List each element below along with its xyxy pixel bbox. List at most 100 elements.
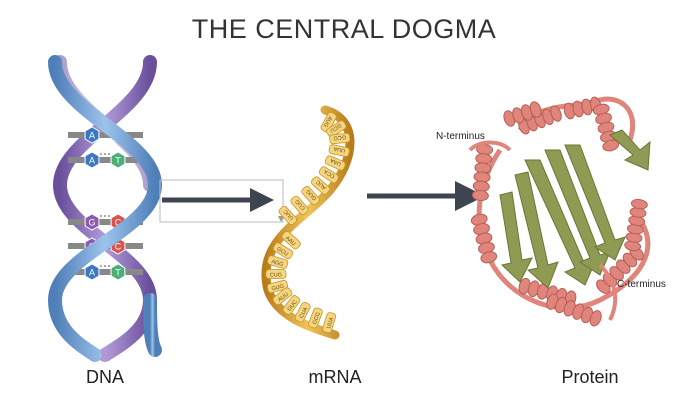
alpha-helix (563, 96, 602, 120)
codon-tick (322, 312, 337, 334)
codon: CUA (294, 301, 311, 323)
codon-tick (308, 307, 323, 329)
alpha-helix (624, 198, 648, 252)
c-terminus-label: C-terminus (617, 279, 666, 290)
protein-alpha-helices (470, 96, 648, 327)
helix-turn (589, 310, 602, 327)
codon-tick (328, 144, 350, 157)
codon: CCA (318, 166, 339, 184)
translation-arrow (367, 181, 485, 211)
codon: UAA (324, 155, 346, 171)
codon-label: GCU (329, 122, 343, 134)
codon-label: CCA (323, 168, 336, 180)
helix-turn (480, 251, 498, 264)
codon: AGG (267, 255, 289, 269)
codon-label: UAA (329, 156, 342, 166)
mrna-label: mRNA (308, 367, 362, 387)
dna-label: DNA (85, 367, 124, 387)
codon-tick (329, 132, 351, 145)
nucleotide-base-hexagon (84, 213, 100, 231)
helix-turn (529, 101, 542, 118)
codon-tick (294, 301, 311, 323)
alpha-helix (546, 293, 602, 327)
dna-strand-blue-lower (143, 293, 162, 357)
codon-tick (320, 111, 337, 133)
codon: GCU (326, 120, 347, 138)
transcription-arrow (159, 179, 284, 223)
codon: GCG (329, 132, 351, 145)
codon-label: UUA (326, 316, 335, 329)
nucleotide-base-letter: C (115, 242, 122, 252)
helix-turn (550, 105, 562, 122)
codon-tick (265, 269, 287, 279)
alpha-helix (518, 277, 577, 308)
codon-label: GCG (333, 133, 346, 140)
codon-tick (282, 295, 301, 315)
protein-structure (468, 96, 651, 327)
codon-tick (272, 287, 293, 306)
codon-label: GCG (312, 312, 322, 326)
nucleotide-base-letter: C (115, 218, 122, 228)
nucleotide-base-letter: A (89, 156, 95, 166)
codon: AUG (320, 111, 337, 133)
protein-beta-sheets (499, 129, 651, 289)
mrna-strand: AUGGCUGCGUUAUAACCAAUCGUGCUGUUCAAUGCUAGGC… (261, 105, 355, 340)
dna-strand-purple (52, 55, 158, 362)
codon-tick (301, 186, 320, 206)
n-terminus-label: N-terminus (436, 131, 485, 142)
alpha-helix (518, 105, 562, 135)
alpha-helix (471, 143, 494, 202)
nucleotide-base-letter: A (89, 268, 95, 278)
codon: GUG (266, 279, 289, 294)
helix-turn (471, 189, 489, 202)
codon: UUA (328, 144, 350, 157)
mrna-codons: AUGGCUGCGUUAUAACCAAUCGUGCUGUUCAAUGCUAGGC… (265, 111, 351, 334)
helix-turn (630, 198, 648, 210)
codon-label: AGG (271, 259, 284, 268)
protein-label: Protein (561, 367, 619, 387)
diagram-title: THE CENTRAL DOGMA (191, 14, 497, 44)
codon-label: AUG (322, 115, 333, 128)
codon-tick (281, 230, 301, 250)
codon-tick (267, 255, 289, 269)
nucleotide-base-hexagon (84, 126, 100, 144)
nucleotide-base-letter: A (89, 131, 95, 141)
codon-tick (318, 166, 339, 184)
nucleotide-base-hexagon (84, 263, 100, 281)
codon-tick (266, 279, 289, 294)
nucleotide-base-hexagon (110, 151, 126, 169)
dna-strand-blue (47, 55, 163, 362)
codon: CUG (265, 269, 287, 279)
mrna-backbone (261, 105, 355, 340)
codon-label: GCU (275, 246, 289, 258)
protein-loop-front (468, 140, 618, 321)
nucleotide-base-hexagon (110, 263, 126, 281)
codon: UUC (278, 205, 298, 226)
alpha-helix (503, 101, 542, 127)
codon-label: CUG (270, 273, 282, 279)
codon: GCU (272, 242, 294, 260)
codon-label: GUG (271, 284, 285, 293)
codon: AUU (272, 287, 293, 306)
helix-turn (602, 139, 620, 152)
codon-tick (278, 205, 298, 226)
codon-label: CUA (299, 306, 310, 319)
nucleotide-base-hexagon (84, 151, 100, 169)
codon-tick (310, 176, 331, 195)
alpha-helix (596, 246, 644, 294)
codon-tick (324, 155, 346, 171)
codon-tick (326, 120, 347, 138)
codon: UUA (322, 312, 337, 334)
codon-label: UUA (333, 145, 346, 153)
alpha-helix (592, 103, 620, 152)
codon: GCG (308, 307, 323, 329)
alpha-helix (470, 213, 498, 264)
nucleotide-base-letter: G (88, 218, 95, 228)
codon-label: AUU (277, 292, 290, 304)
nucleotide-base-letter: T (115, 156, 121, 166)
